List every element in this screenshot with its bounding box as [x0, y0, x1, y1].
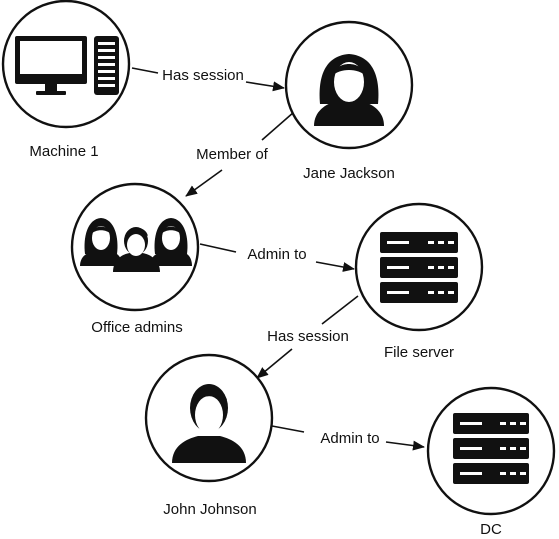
edge-john-to-dc: Admin to: [271, 425, 425, 451]
node-label: Office admins: [91, 319, 182, 336]
node-machine-1: Machine 1: [1, 0, 131, 160]
node-office-admins: Office admins: [70, 182, 200, 336]
edge-label-admin-to: Admin to: [320, 430, 379, 447]
server-icon: [453, 413, 529, 484]
edge-jane-to-office-admins: Member of: [185, 111, 295, 197]
edge-label-has-session: Has session: [267, 328, 349, 345]
edge-label-member-of: Member of: [196, 146, 269, 163]
node-john-johnson: John Johnson: [144, 353, 274, 518]
node-label: Jane Jackson: [303, 165, 395, 182]
node-jane-jackson: Jane Jackson: [284, 20, 414, 182]
node-label: File server: [384, 344, 454, 361]
server-icon: [380, 232, 458, 303]
edge-file-server-to-john: Has session: [256, 295, 359, 379]
node-label: Machine 1: [29, 143, 98, 160]
node-file-server: File server: [354, 202, 484, 361]
edge-machine1-to-jane: Has session: [131, 67, 285, 92]
user-group-icon: [80, 218, 192, 272]
edge-label-has-session: Has session: [162, 67, 244, 84]
node-dc: DC: [426, 386, 556, 538]
edge-office-admins-to-file-server: Admin to: [199, 243, 355, 272]
male-user-icon: [172, 384, 246, 463]
edge-label-admin-to: Admin to: [247, 246, 306, 263]
computer-icon: [15, 36, 119, 95]
node-label: John Johnson: [163, 501, 256, 518]
female-user-icon: [314, 54, 384, 126]
node-label: DC: [480, 521, 502, 538]
